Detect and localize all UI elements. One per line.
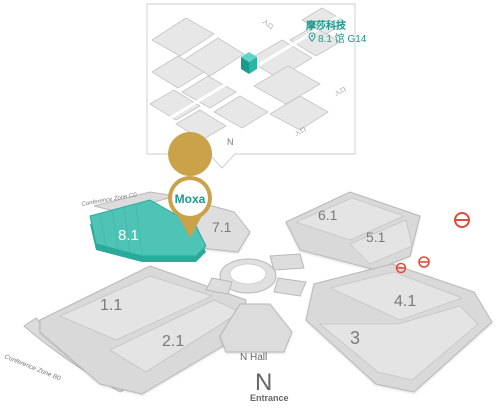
hall-label-6.1: 6.1: [318, 207, 338, 223]
exhibitor-pin: Moxa: [168, 132, 213, 238]
hall-5.1: [349, 219, 413, 265]
metro-icon: [418, 256, 430, 268]
north-hall-label: N Hall: [240, 352, 267, 363]
booth-location: 8.1 馆 G14: [318, 32, 367, 45]
north-entrance-letter: N: [255, 369, 272, 396]
north-entrance-label: Entrance: [250, 393, 289, 403]
booth-name: 摩莎科技: [306, 19, 347, 32]
connector-south-east: [273, 277, 307, 297]
fairground: 8.1 7.1 6.1 5.1 1.1 2.1 4.1 3 Conference…: [3, 132, 493, 403]
inset-entrance-label-bottom: 入口: [294, 126, 308, 138]
central-plaza: [219, 258, 277, 294]
hall-1.1: [59, 275, 214, 341]
conference-zone-b0-label: Conference Zone B0: [3, 353, 62, 382]
exhibitor-name: Moxa: [175, 192, 206, 206]
inset-blocks: [149, 7, 347, 141]
hall-label-8.1: 8.1: [118, 227, 139, 244]
booth-marker: [241, 52, 257, 74]
hall-label-1.1: 1.1: [100, 297, 122, 314]
connector-south-west: [205, 277, 233, 295]
hall-label-2.1: 2.1: [162, 333, 184, 350]
hall-3: [318, 305, 479, 381]
location-pin-icon: [308, 32, 316, 42]
hall-8.1-highlight: [89, 199, 207, 262]
hall-label-4.1: 4.1: [394, 293, 416, 310]
inset-pointer: [207, 153, 237, 169]
hall-label-5.1: 5.1: [366, 229, 386, 245]
hall-6.1: [294, 197, 406, 241]
hall-4.1: [328, 271, 464, 321]
hall-label-7.1: 7.1: [212, 219, 232, 235]
inset-entrance-label-right: 入口: [334, 86, 348, 98]
metro-icon: [395, 262, 407, 274]
inset-north-label: N: [227, 137, 234, 147]
booth-inset: 入口 入口 入口 N 摩莎科技 8.1 馆 G14: [146, 3, 367, 169]
hall-label-3: 3: [350, 328, 360, 348]
metro-icon: [454, 212, 470, 228]
north-hall: [219, 303, 293, 353]
connector-east: [269, 253, 305, 271]
